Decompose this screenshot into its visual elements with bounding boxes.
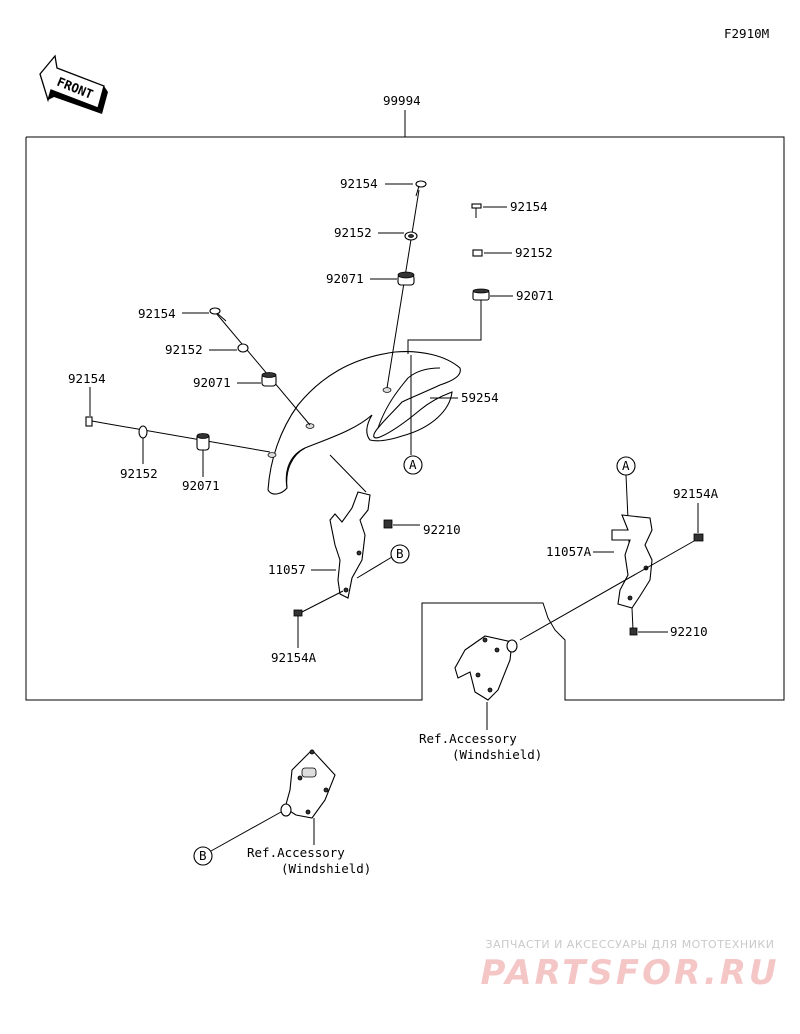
label-92210-left: 92210 — [423, 522, 461, 537]
ref-b-marker-upper: B — [390, 544, 410, 564]
bracket-11057a — [611, 514, 653, 609]
label-92154-right: 92154 — [510, 199, 548, 214]
bolt-92154a-right — [693, 533, 704, 542]
ref-accessory-lower-line2: (Windshield) — [281, 861, 371, 876]
accessory-mount-lower — [280, 749, 336, 819]
nut-92210-right — [629, 627, 638, 636]
assembly-frame — [25, 136, 785, 701]
figure-code: F2910M — [724, 26, 769, 41]
label-92152-left-upper: 92152 — [165, 342, 203, 357]
label-92154-left-lower: 92154 — [68, 371, 106, 386]
grommet-92071-center — [397, 271, 415, 286]
grommet-92071-left-upper — [261, 372, 277, 387]
label-92154a-left: 92154A — [271, 650, 317, 665]
ref-a-marker-center: A — [403, 455, 423, 475]
bracket-11057 — [329, 491, 371, 599]
washer-92152-right — [472, 249, 483, 257]
label-92154-left-upper: 92154 — [138, 306, 176, 321]
watermark-logo: PARTSFOR.RU — [480, 953, 780, 993]
washer-92152-left-lower — [138, 425, 148, 439]
screw-92154-right — [471, 203, 482, 218]
label-92071-left-upper: 92071 — [193, 375, 231, 390]
svg-text:B: B — [199, 848, 207, 863]
label-92154-center: 92154 — [340, 176, 378, 191]
screw-92154-left-upper — [209, 307, 227, 322]
windshield — [267, 351, 461, 495]
label-92210-right: 92210 — [670, 624, 708, 639]
assembly-number: 99994 — [383, 93, 421, 108]
label-92154a-right: 92154A — [673, 486, 719, 501]
label-92152-right: 92152 — [515, 245, 553, 260]
label-11057a: 11057A — [546, 544, 592, 559]
washer-92152-center — [404, 231, 418, 241]
label-92152-left-lower: 92152 — [120, 466, 158, 481]
label-92152-center: 92152 — [334, 225, 372, 240]
accessory-mount-upper — [454, 635, 518, 701]
ref-b-marker-lower: B — [193, 846, 213, 866]
svg-text:A: A — [409, 457, 417, 472]
nut-92210-left — [383, 519, 393, 529]
label-92071-left-lower: 92071 — [182, 478, 220, 493]
bolt-92154a-left — [293, 609, 303, 648]
screw-92154-center — [415, 180, 427, 197]
grommet-92071-right — [472, 288, 490, 301]
washer-92152-left-upper — [237, 343, 249, 353]
front-arrow-icon: FRONT — [39, 54, 108, 114]
svg-text:B: B — [396, 546, 404, 561]
ref-accessory-lower-line1: Ref.Accessory — [247, 845, 345, 860]
svg-text:A: A — [622, 458, 630, 473]
ref-a-marker-right: A — [616, 456, 636, 476]
watermark: ЗАПЧАСТИ И АКСЕССУАРЫ ДЛЯ МОТОТЕХНИКИ PA… — [470, 938, 790, 993]
label-59254: 59254 — [461, 390, 499, 405]
screw-92154-left-lower — [85, 416, 104, 427]
watermark-tagline: ЗАПЧАСТИ И АКСЕССУАРЫ ДЛЯ МОТОТЕХНИКИ — [485, 938, 775, 951]
ref-accessory-upper-line1: Ref.Accessory — [419, 731, 517, 746]
grommet-92071-left-lower — [196, 433, 210, 451]
ref-accessory-upper-line2: (Windshield) — [452, 747, 542, 762]
label-92071-right: 92071 — [516, 288, 554, 303]
label-11057: 11057 — [268, 562, 306, 577]
label-92071-center: 92071 — [326, 271, 364, 286]
